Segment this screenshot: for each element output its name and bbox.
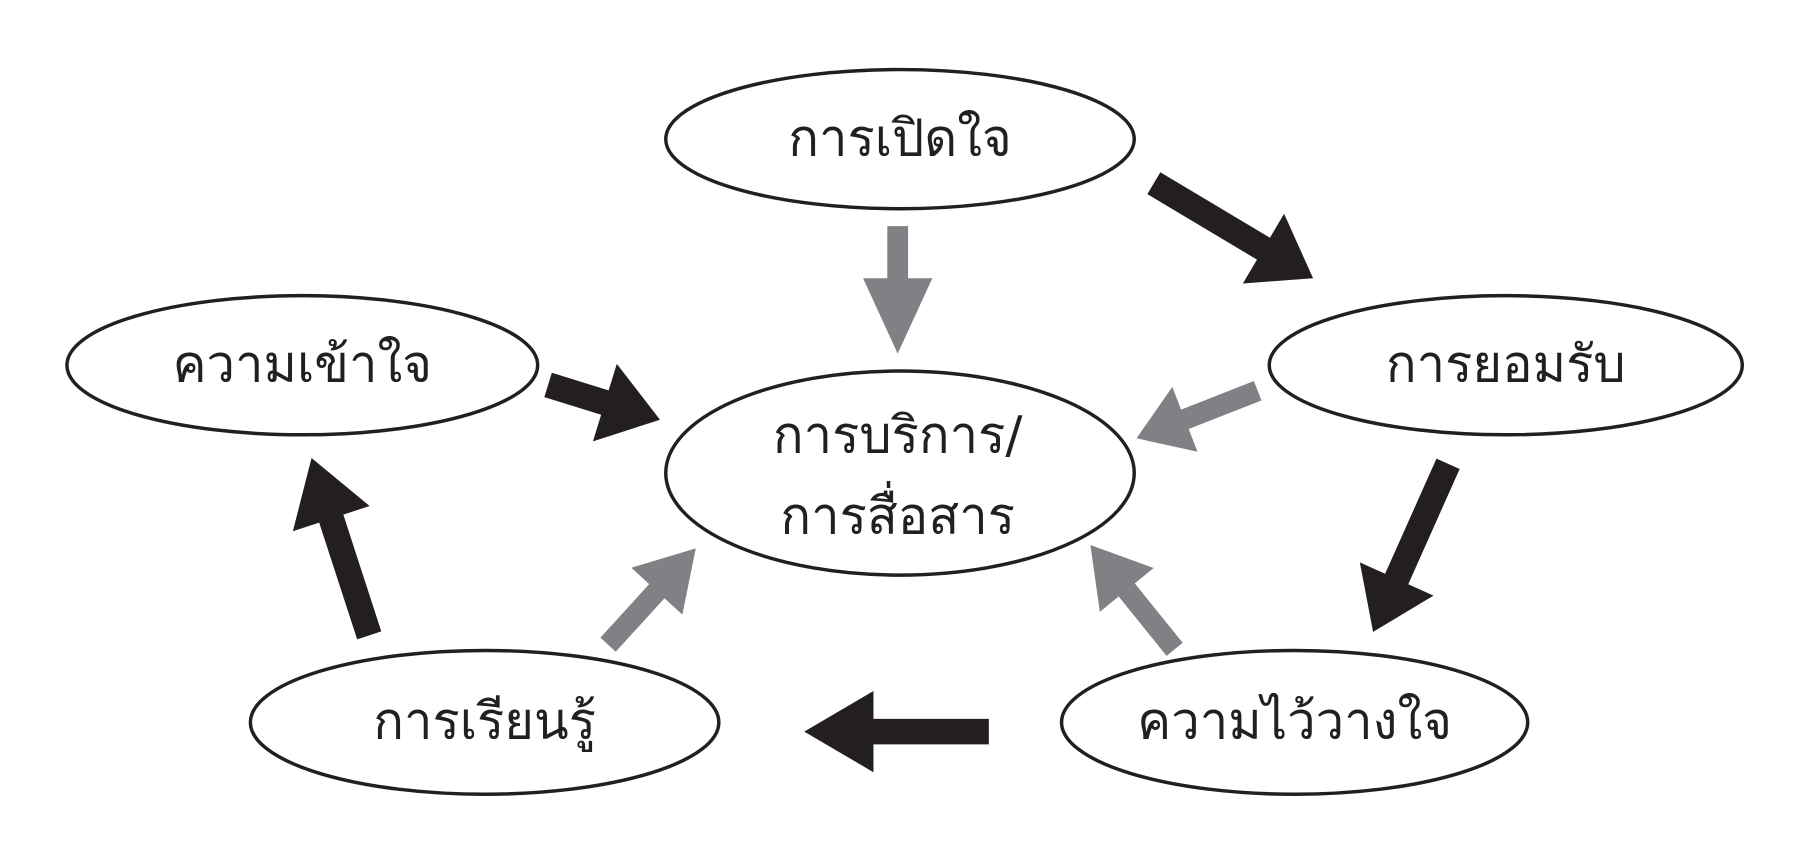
node-left-label: ความเข้าใจ — [173, 335, 432, 394]
node-right: การยอมรับ — [1267, 293, 1745, 437]
arrow-right-to-bottom-right-icon — [1359, 458, 1460, 632]
arrow-bottom-left-to-center-icon — [600, 548, 696, 652]
node-bottom-right: ความไว้วางใจ — [1059, 648, 1530, 796]
arrow-bottom-right-to-center-icon — [1090, 544, 1183, 656]
node-top: การเปิดใจ — [664, 67, 1136, 211]
node-top-label: การเปิดใจ — [788, 109, 1012, 168]
arrow-bottom-left-to-left-icon — [292, 457, 382, 640]
arrow-left-to-center-icon — [544, 363, 660, 442]
arrow-top-to-center-icon — [863, 226, 933, 354]
arrow-top-to-right-icon — [1147, 172, 1314, 284]
node-center-label-line1: การบริการ/ — [773, 406, 1023, 465]
node-left: ความเข้าใจ — [65, 293, 540, 437]
arrow-right-to-center-icon — [1136, 381, 1262, 452]
node-right-label: การยอมรับ — [1386, 335, 1626, 394]
arrow-bottom-right-to-bottom-left-icon — [804, 691, 989, 773]
node-center-label-line2: การสื่อสาร — [780, 481, 1015, 546]
node-bottom-left: การเรียนรู้ — [248, 648, 721, 796]
node-bottom-left-label: การเรียนรู้ — [373, 693, 596, 753]
node-center: การบริการ/ การสื่อสาร — [664, 369, 1136, 577]
node-bottom-right-label: ความไว้วางใจ — [1137, 693, 1452, 752]
